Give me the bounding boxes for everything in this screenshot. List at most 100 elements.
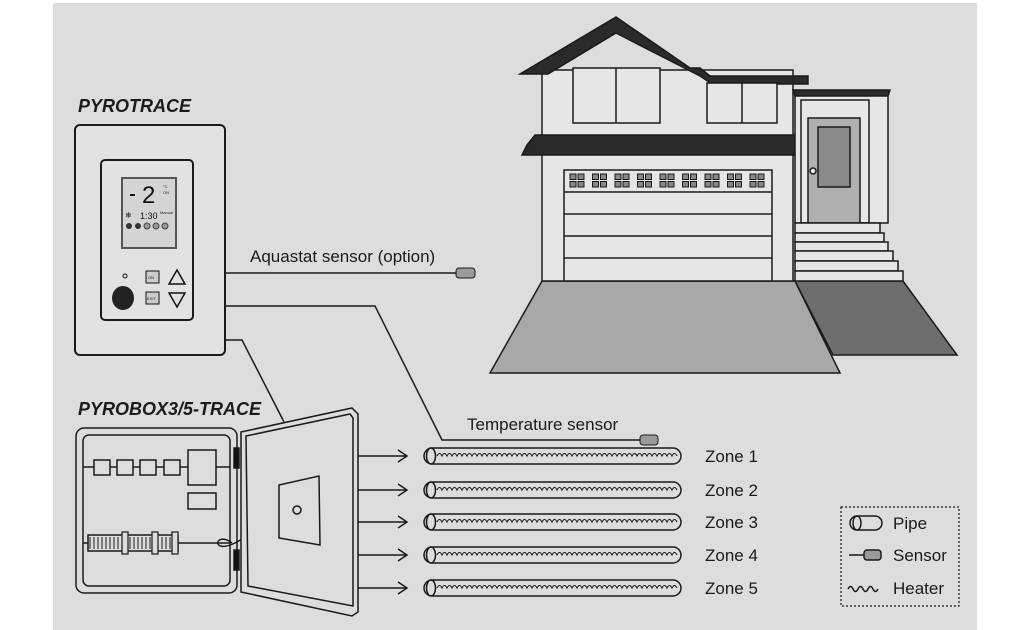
garage-window-pane xyxy=(577,181,585,188)
house-illustration xyxy=(488,16,959,374)
lcd-mode: Manual xyxy=(160,210,173,215)
arrow-head-icon xyxy=(397,515,409,529)
upper-roof xyxy=(517,16,809,85)
pipe-end xyxy=(425,513,437,531)
garage-door xyxy=(563,169,773,282)
box-wire xyxy=(225,339,284,421)
zone-label: Zone 1 xyxy=(705,447,758,466)
garage-window-pane xyxy=(577,173,585,180)
driveway xyxy=(488,280,842,374)
garage-window-pane xyxy=(682,181,689,188)
aquastat-sensor-icon xyxy=(455,267,476,279)
zone-1: Zone 1 xyxy=(358,447,758,466)
lcd-unit: °C xyxy=(163,184,168,189)
garage-window-pane xyxy=(757,181,765,188)
zone-2: Zone 2 xyxy=(358,481,758,500)
zone-3: Zone 3 xyxy=(358,513,758,532)
garage-window-pane xyxy=(682,173,689,180)
legend-pipe-label: Pipe xyxy=(893,514,927,533)
arrow-head-icon xyxy=(397,581,409,595)
zone-4: Zone 4 xyxy=(358,546,758,565)
garage-window-pane xyxy=(667,173,675,180)
pipe-end xyxy=(425,579,437,597)
garage-window-pane xyxy=(757,173,765,180)
door-knob xyxy=(809,167,817,175)
zone-label: Zone 2 xyxy=(705,481,758,500)
garage-window-pane xyxy=(727,173,734,180)
garage-window-pane xyxy=(735,173,742,180)
garage-window-pane xyxy=(712,181,720,188)
arrow-head-icon xyxy=(397,483,409,497)
heating-zones: Zone 1 Zone 2 Zone 3 Zone 4 Zone 5 xyxy=(358,447,758,598)
legend-pipe-icon xyxy=(849,515,883,531)
zone-bulb-icons xyxy=(126,222,169,230)
legend-heater-icon xyxy=(847,585,879,593)
garage-window-pane xyxy=(659,173,667,180)
garage-window-pane xyxy=(749,181,757,188)
garage-window-pane xyxy=(637,181,644,188)
garage-window-pane xyxy=(704,181,712,188)
status-led xyxy=(122,273,128,279)
zone-label: Zone 4 xyxy=(705,546,758,565)
garage-window-pane xyxy=(645,181,652,188)
lcd-display xyxy=(121,177,177,249)
arrow-head-icon xyxy=(397,548,409,562)
garage-window-pane xyxy=(690,181,697,188)
legend-sensor-icon xyxy=(849,549,882,561)
pyrotrace-controller: PYROTRACE 2 °C ON ❄ 1:30 Manual ON EXIT xyxy=(74,96,226,356)
garage-window-pane xyxy=(622,181,630,188)
heater-cable xyxy=(436,452,678,458)
garage-window-pane xyxy=(637,173,644,180)
hinge-bottom xyxy=(233,549,240,571)
garage-window-grid xyxy=(569,173,765,188)
garage-window-pane xyxy=(569,181,577,188)
heater-cable xyxy=(436,551,678,557)
speaker-grille xyxy=(112,286,134,310)
svg-text:EXIT: EXIT xyxy=(147,296,156,301)
garage-window-pane xyxy=(727,181,734,188)
controller-title: PYROTRACE xyxy=(78,96,192,116)
heater-cable xyxy=(436,486,678,492)
porch-steps xyxy=(794,222,904,282)
garage-window-pane xyxy=(704,173,712,180)
svg-text:ON: ON xyxy=(148,275,154,280)
legend-border xyxy=(840,506,960,607)
pipe-end xyxy=(425,481,437,499)
garage-window-pane xyxy=(659,181,667,188)
garage-window-pane xyxy=(614,173,622,180)
temperature-sensor-icon xyxy=(639,434,659,446)
on-button[interactable]: ON xyxy=(145,270,160,284)
temperature-sensor-label: Temperature sensor xyxy=(467,415,619,434)
snowflake-icon: ❄ xyxy=(125,211,132,220)
heater-cable xyxy=(436,518,678,524)
down-arrow-button[interactable] xyxy=(167,292,187,309)
garage-window-pane xyxy=(645,173,652,180)
wiring xyxy=(225,272,640,454)
door-controller-cutout xyxy=(278,475,321,546)
hinge-top xyxy=(233,447,240,469)
arrow-head-icon xyxy=(397,449,409,463)
pipe-end xyxy=(425,447,437,465)
garage-window-pane xyxy=(735,181,742,188)
garage-window-pane xyxy=(569,173,577,180)
box-door[interactable] xyxy=(240,407,359,617)
exit-button[interactable]: EXIT xyxy=(145,291,160,305)
zone-label: Zone 3 xyxy=(705,513,758,532)
garage-window-pane xyxy=(600,181,607,188)
garage-window-pane xyxy=(749,173,757,180)
pipe-end xyxy=(425,546,437,564)
garage-window-pane xyxy=(592,173,599,180)
aquastat-label: Aquastat sensor (option) xyxy=(250,247,435,266)
zone-label: Zone 5 xyxy=(705,579,758,598)
door-glass xyxy=(817,126,851,188)
up-arrow-button[interactable] xyxy=(167,268,187,285)
heater-cable xyxy=(436,584,678,590)
garage-window-pane xyxy=(690,173,697,180)
garage-window-pane xyxy=(600,173,607,180)
legend-heater-label: Heater xyxy=(893,579,944,598)
pyrobox-panel: PYROBOX3/5-TRACE xyxy=(75,399,359,617)
garage-window-pane xyxy=(592,181,599,188)
lower-roof xyxy=(520,134,813,156)
temperature-sensor-wire xyxy=(225,305,640,441)
zone-5: Zone 5 xyxy=(358,579,758,598)
